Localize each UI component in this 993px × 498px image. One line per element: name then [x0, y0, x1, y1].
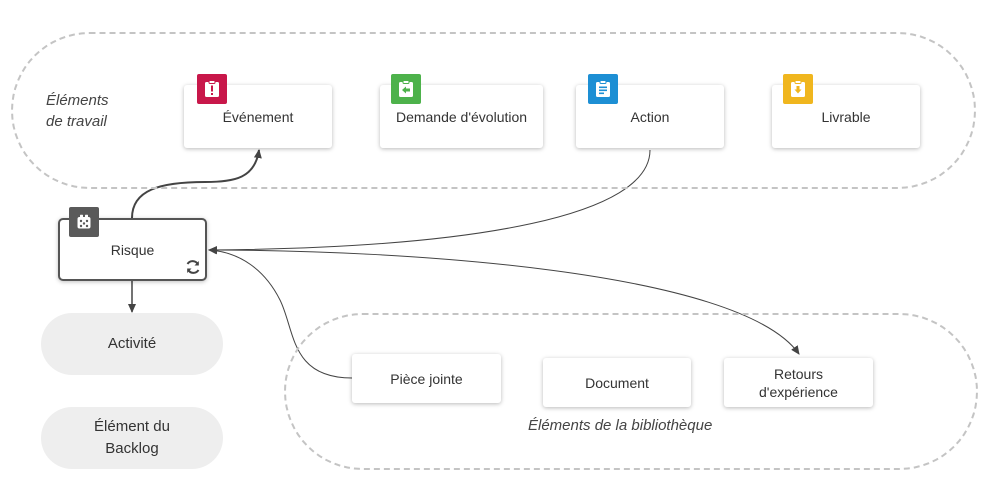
library-item-document-label: Document [585, 374, 649, 391]
library-items-group-label: Éléments de la bibliothèque [528, 417, 713, 434]
clipboard-text-icon [588, 74, 618, 104]
library-item-piece-jointe-label: Pièce jointe [390, 370, 463, 387]
clipboard-arrow-left-icon [391, 74, 421, 104]
library-item-document[interactable]: Document [543, 358, 691, 407]
connector-action-to-risque [208, 149, 651, 254]
work-item-demande-evolution[interactable]: Demande d'évolution [380, 85, 543, 148]
library-item-retours-experience[interactable]: Retours d'expérience [724, 358, 873, 407]
pill-activite[interactable]: Activité [41, 313, 223, 375]
work-item-demande-evolution-label: Demande d'évolution [395, 108, 528, 125]
work-items-group-outline [11, 32, 976, 189]
work-item-evenement-label: Événement [222, 108, 294, 125]
refresh-icon [186, 260, 200, 274]
risque-label: Risque [110, 241, 155, 258]
work-item-action-label: Action [630, 108, 670, 125]
pill-element-backlog-label: Élément du Backlog [94, 418, 170, 457]
work-item-livrable-label: Livrable [821, 108, 871, 125]
clipboard-arrow-down-icon [783, 74, 813, 104]
library-item-piece-jointe[interactable]: Pièce jointe [352, 354, 501, 403]
connector-risque-to-evenement [131, 149, 262, 219]
library-item-retours-experience-label: Retours d'expérience [759, 365, 838, 400]
connector-risque-to-retours [208, 249, 800, 355]
pill-activite-label: Activité [107, 335, 157, 352]
pill-element-backlog[interactable]: Élément du Backlog [41, 407, 223, 469]
work-items-group-label: Éléments de travail [46, 92, 109, 130]
library-items-group-outline [284, 313, 978, 470]
dice-icon [69, 207, 99, 237]
clipboard-alert-icon [197, 74, 227, 104]
